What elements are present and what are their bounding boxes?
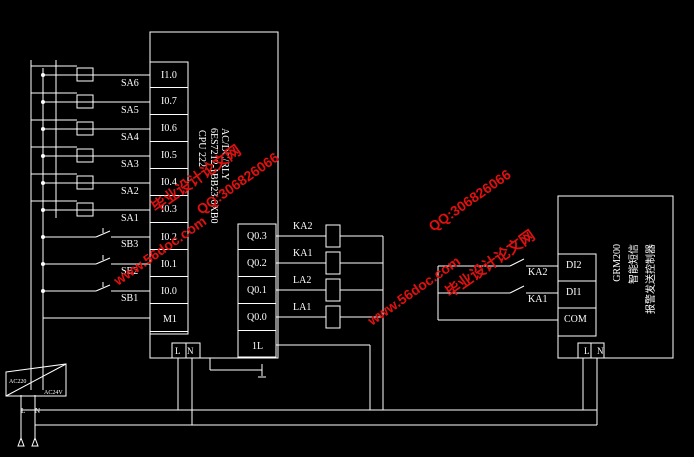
junction-dot	[41, 235, 45, 239]
plc-power-terminals	[171, 342, 201, 359]
switch-label: SA5	[121, 105, 139, 116]
controller-power-n: N	[597, 346, 604, 356]
wires	[5, 60, 598, 447]
coil-labels: KA2 KA1 LA2 LA1	[293, 221, 312, 313]
controller-line2: 智能短信	[627, 244, 640, 284]
switch-label: SA1	[121, 213, 139, 224]
relay-contact	[509, 285, 525, 294]
coil-label: KA1	[293, 248, 312, 259]
psu-out-label: AC24V	[44, 390, 63, 396]
sms-controller: DI2 DI1 COM KA2 KA1 GRM200 智能短信 报警发送控制器 …	[528, 244, 657, 356]
psu-in-label: AC220	[9, 379, 26, 385]
coil-label: LA2	[293, 275, 311, 286]
psu-divider	[5, 363, 67, 397]
plc-input-label: I0.7	[161, 96, 177, 107]
plc-power-n: N	[187, 346, 194, 356]
selector-switch-box	[76, 175, 94, 190]
plc-model-line2: 6ES7212-1BB23-0XB0	[208, 128, 219, 224]
selector-switch-box	[76, 67, 94, 82]
controller-terminal-block	[557, 253, 597, 337]
coil-label: LA1	[293, 302, 311, 313]
relay-coil	[325, 224, 341, 248]
controller-name: GRM200	[612, 244, 623, 282]
plc-output-label: Q0.3	[247, 231, 267, 242]
plc-output-label: Q0.0	[247, 312, 267, 323]
junction-dot	[41, 262, 45, 266]
plc-output-label: 1L	[252, 341, 263, 352]
relay-coil	[325, 251, 341, 275]
controller-contact-label: KA1	[528, 294, 547, 305]
plc-output-label: Q0.1	[247, 285, 267, 296]
relay-coil	[325, 305, 341, 329]
plc-input-label: I0.5	[161, 150, 177, 161]
relay-contact	[509, 258, 525, 267]
plc-input-label: I0.3	[161, 204, 177, 215]
plc-input-label: I0.0	[161, 286, 177, 297]
mains-n-label: N	[35, 407, 40, 415]
plc-output-column	[237, 223, 277, 358]
controller-contact-label: KA2	[528, 267, 547, 278]
plc-input-label: I0.6	[161, 123, 177, 134]
selector-switch-box	[76, 148, 94, 163]
junction-dot	[41, 100, 45, 104]
plc-model-line1: CPU 222	[196, 130, 207, 167]
plc-input-label: I0.4	[161, 177, 177, 188]
controller-terminal: COM	[564, 314, 587, 325]
watermarks: www.56doc.com 毕业设计论文网 QQ:306826066 www.5…	[110, 141, 539, 329]
switch-label: SB1	[121, 293, 138, 304]
controller-terminal: DI2	[566, 260, 582, 271]
plc-output-label: Q0.2	[247, 258, 267, 269]
controller-power-l: L	[584, 346, 590, 356]
pushbutton-contact	[95, 230, 111, 238]
plc-input-label: I1.0	[161, 70, 177, 81]
junction-dot	[41, 73, 45, 77]
mains-l-terminal	[17, 436, 25, 447]
plc-input-label: M1	[163, 314, 177, 325]
selector-switch-box	[76, 202, 94, 217]
boxes	[76, 31, 674, 359]
mains-n-terminal	[31, 436, 39, 447]
plc-input-label: I0.2	[161, 232, 177, 243]
junction-dot	[41, 181, 45, 185]
controller-terminal: DI1	[566, 287, 582, 298]
switch-label: SA6	[121, 78, 139, 89]
watermark-qq: QQ:306826066	[426, 166, 514, 235]
plc-input-column	[149, 61, 189, 335]
pushbutton-contact	[95, 284, 111, 292]
psu-body	[5, 363, 67, 397]
coil-label: KA2	[293, 221, 312, 232]
watermark-site: www.56doc.com	[110, 213, 209, 289]
plc-power-l: L	[175, 346, 181, 356]
selector-switch-box	[76, 94, 94, 109]
selector-switch-box	[76, 121, 94, 136]
junction-dot	[41, 208, 45, 212]
plc-model-line3: AC/DC/RLY	[219, 128, 230, 180]
switch-label: SA2	[121, 186, 139, 197]
plc-block: I1.0 I0.7 I0.6 I0.5 I0.4 I0.3 I0.2 I0.1 …	[161, 70, 267, 356]
switch-labels: SA6 SA5 SA4 SA3 SA2 SA1 SB3 SB2 SB1	[121, 78, 139, 304]
plc-input-label: I0.1	[161, 259, 177, 270]
junction-dot	[41, 154, 45, 158]
relay-coil	[325, 278, 341, 302]
mains-l-label: L	[21, 407, 25, 415]
controller-power-terminals	[577, 342, 605, 359]
switch-label: SB2	[121, 266, 138, 277]
switch-label: SA3	[121, 159, 139, 170]
junction-dot	[41, 289, 45, 293]
junction-dot	[41, 127, 45, 131]
switch-label: SB3	[121, 239, 138, 250]
power-supply: AC220 AC24V L N	[9, 379, 63, 415]
pushbutton-contact	[95, 257, 111, 265]
controller-line3: 报警发送控制器	[644, 244, 657, 314]
switch-label: SA4	[121, 132, 139, 143]
